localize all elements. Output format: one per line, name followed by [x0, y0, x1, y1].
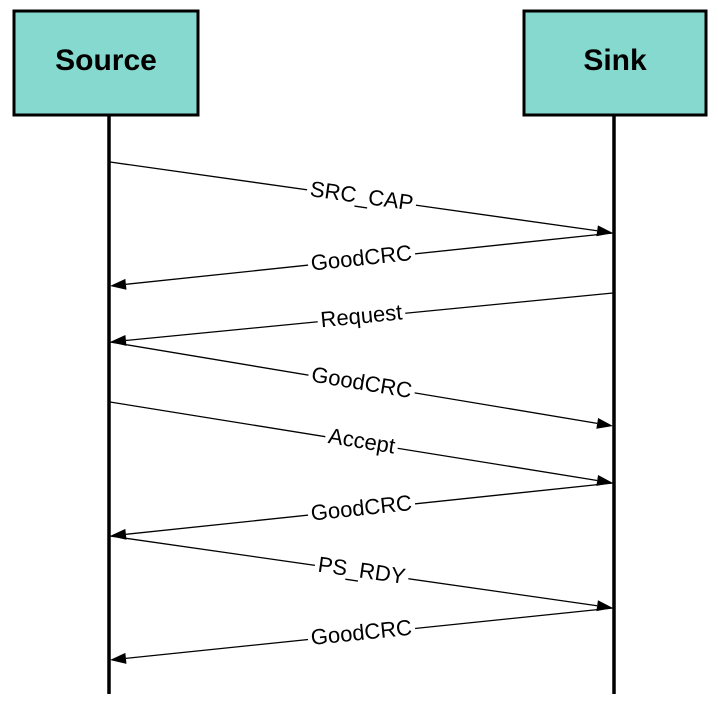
message-label: GoodCRC — [310, 615, 414, 650]
message-label: PS_RDY — [316, 552, 407, 589]
source-actor: Source — [12, 9, 200, 117]
message-7: PS_RDY — [109, 535, 613, 612]
message-1: SRC_CAP — [109, 161, 613, 237]
message-label: GoodCRC — [310, 240, 414, 276]
message-label: Request — [319, 299, 403, 332]
message-label-background — [307, 363, 417, 402]
message-label-background — [305, 177, 418, 214]
arrowhead-icon — [110, 334, 127, 346]
message-5: Accept — [109, 401, 613, 486]
message-4: GoodCRC — [109, 341, 613, 429]
arrowhead-icon — [596, 417, 613, 429]
message-3: Request — [110, 292, 614, 346]
arrowhead-icon — [110, 528, 127, 540]
message-label-group: GoodCRC — [306, 240, 416, 276]
message-label-group: SRC_CAP — [305, 176, 418, 215]
message-label-background — [316, 301, 407, 331]
sink-actor: Sink — [522, 9, 708, 117]
message-label: GoodCRC — [310, 362, 414, 403]
message-2: GoodCRC — [110, 232, 614, 290]
message-label-group: GoodCRC — [306, 615, 416, 650]
message-label: Accept — [327, 423, 397, 458]
source-actor-box — [12, 9, 200, 117]
sink-actor-label: Sink — [583, 44, 647, 77]
message-label: GoodCRC — [310, 490, 414, 526]
message-label-background — [306, 491, 416, 524]
message-label: SRC_CAP — [309, 176, 415, 215]
message-6: GoodCRC — [110, 482, 614, 540]
message-label-group: GoodCRC — [307, 362, 417, 403]
message-label-group: Accept — [323, 423, 400, 459]
arrowhead-icon — [110, 652, 127, 664]
arrowhead-icon — [110, 278, 127, 290]
message-label-background — [313, 553, 411, 588]
message-label-background — [323, 424, 400, 458]
message-8: GoodCRC — [110, 607, 614, 664]
message-label-background — [306, 241, 416, 274]
messages-group: SRC_CAPGoodCRCRequestGoodCRCAcceptGoodCR… — [109, 161, 614, 664]
message-label-group: PS_RDY — [313, 552, 411, 589]
source-actor-label: Source — [55, 44, 157, 77]
sink-actor-box — [522, 9, 708, 117]
message-label-group: GoodCRC — [306, 490, 416, 526]
message-label-group: Request — [316, 299, 407, 332]
message-label-background — [306, 616, 416, 649]
